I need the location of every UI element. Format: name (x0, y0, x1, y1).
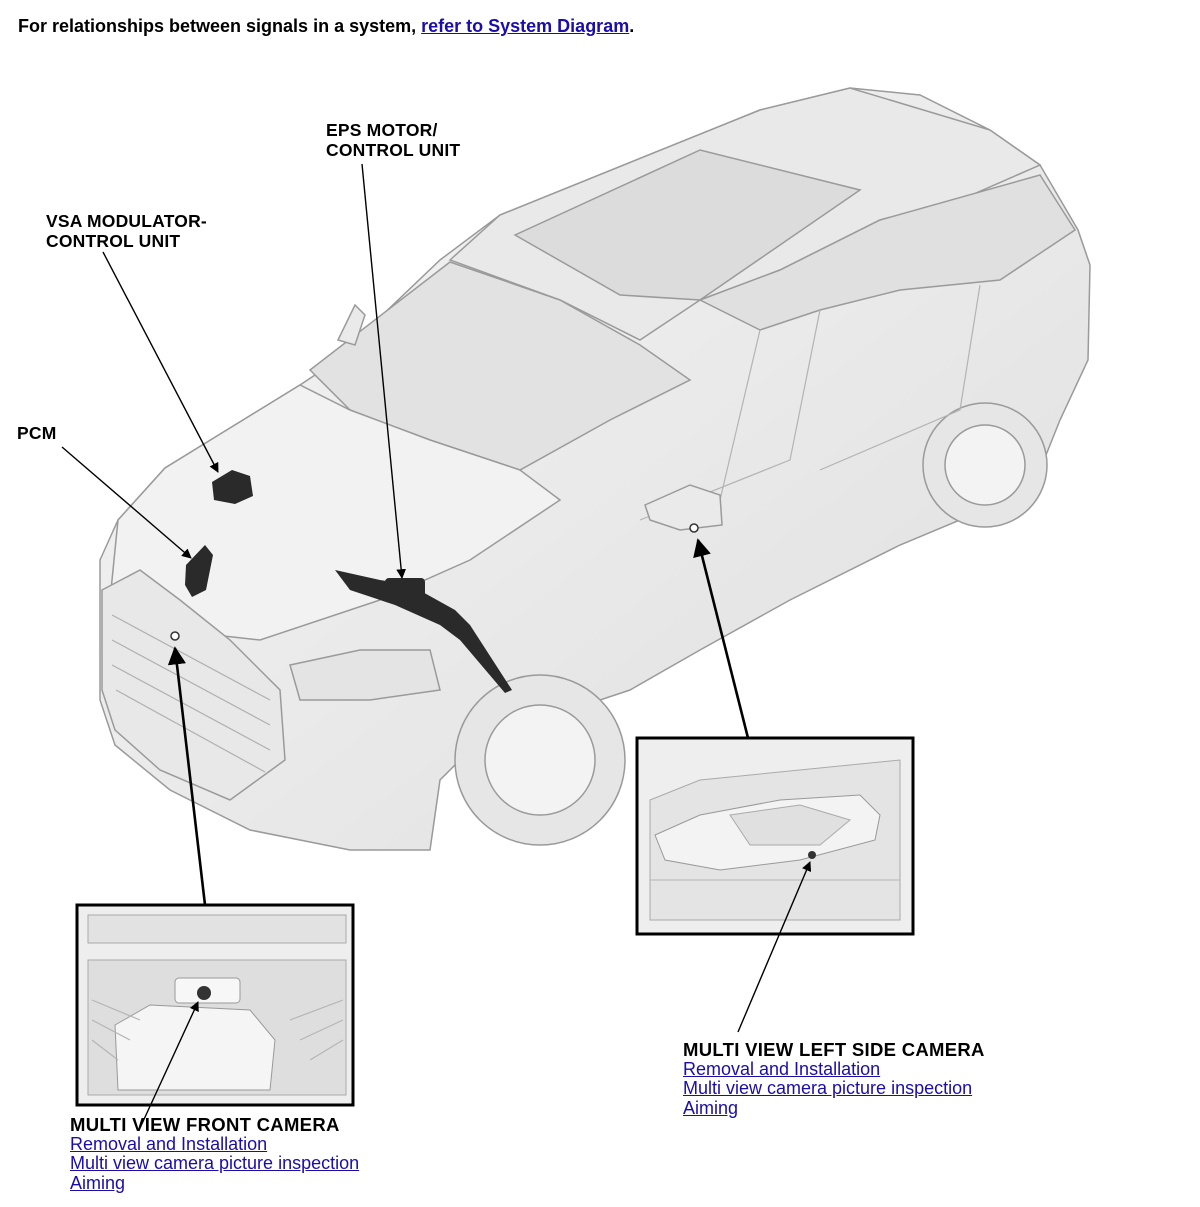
vsa-leader (102, 251, 219, 473)
eps-callout-label: EPS MOTOR/ CONTROL UNIT (326, 120, 460, 160)
front-camera-aiming-link[interactable]: Aiming (70, 1172, 126, 1193)
vsa-modulator-unit-shape (212, 470, 253, 504)
left-camera-detail-inset (635, 736, 915, 1033)
vsa-callout-label: VSA MODULATOR- CONTROL UNIT (46, 211, 207, 251)
front-camera-block: MULTI VIEW FRONT CAMERA Removal and Inst… (70, 1115, 359, 1193)
intro-sentence: For relationships between signals in a s… (18, 16, 422, 36)
eps-callout-line-2: CONTROL UNIT (326, 140, 461, 160)
vsa-callout-line-2: CONTROL UNIT (46, 231, 181, 251)
system-diagram-link[interactable]: refer to System Diagram (421, 16, 630, 36)
pcm-unit-shape (185, 545, 213, 597)
left-camera-inspection-link[interactable]: Multi view camera picture inspection (683, 1078, 973, 1098)
vehicle-illustration (99, 87, 1091, 851)
front-camera-leader (167, 646, 207, 906)
front-camera-title: MULTI VIEW FRONT CAMERA (70, 1114, 340, 1135)
front-camera-inspection-link[interactable]: Multi view camera picture inspection (70, 1153, 360, 1173)
eps-leader (361, 163, 407, 579)
front-camera-dot (170, 631, 180, 641)
eps-callout-line-1: EPS MOTOR/ (326, 120, 438, 140)
left-camera-aiming-link[interactable]: Aiming (683, 1097, 739, 1118)
pcm-callout-label: PCM (17, 423, 57, 443)
eps-motor-unit-shape (335, 570, 512, 693)
left-camera-leader (693, 538, 750, 739)
front-camera-detail-inset (75, 903, 355, 1129)
pcm-leader (61, 446, 192, 559)
vsa-callout-line-1: VSA MODULATOR- (46, 211, 207, 231)
left-camera-dot (689, 523, 699, 533)
intro-text: For relationships between signals in a s… (18, 16, 634, 37)
left-camera-title: MULTI VIEW LEFT SIDE CAMERA (683, 1039, 985, 1060)
left-camera-removal-link[interactable]: Removal and Installation (683, 1058, 881, 1079)
left-camera-block: MULTI VIEW LEFT SIDE CAMERA Removal and … (683, 1040, 985, 1118)
front-camera-removal-link[interactable]: Removal and Installation (70, 1133, 268, 1154)
intro-period: . (629, 16, 635, 36)
